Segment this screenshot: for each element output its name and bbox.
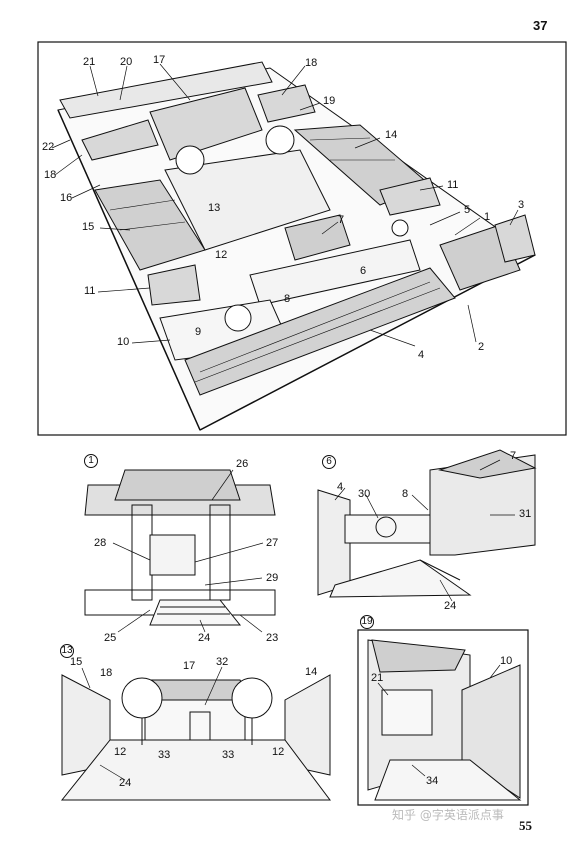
view13-label: 32 [216,656,229,668]
view6-label: 31 [519,508,532,520]
view13-label: 12 [272,746,285,758]
aerial-label: 7 [338,214,345,226]
aerial-label: 18 [305,57,318,69]
aerial-label: 19 [323,95,336,107]
view13-label: 33 [158,749,171,761]
aerial-label: 17 [153,54,166,66]
view-6-marker: 6 [322,455,336,469]
view-13-marker: 13 [60,644,74,658]
view-1-marker: 1 [84,454,98,468]
view13-label: 33 [222,749,235,761]
view19-label: 21 [371,672,384,684]
view-19-marker: 19 [360,615,374,629]
aerial-label: 1 [484,211,491,223]
aerial-label: 16 [60,192,73,204]
view6-label: 24 [444,600,457,612]
aerial-label: 21 [83,56,96,68]
view13-label: 12 [114,746,127,758]
aerial-label: 14 [385,129,398,141]
view1-label: 24 [198,632,211,644]
view13-label: 18 [100,667,113,679]
view13-label: 14 [305,666,318,678]
aerial-label: 15 [82,221,95,233]
aerial-label: 11 [447,179,459,191]
view13-label: 17 [183,660,196,672]
view1-label: 27 [266,537,279,549]
aerial-label: 10 [117,336,130,348]
view1-label: 26 [236,458,249,470]
view6-label: 4 [337,481,344,493]
aerial-label: 9 [195,326,202,338]
aerial-label: 5 [464,204,471,216]
view6-label: 8 [402,488,409,500]
view6-label: 30 [358,488,371,500]
view6-label: 7 [510,450,517,462]
aerial-label: 2 [478,341,485,353]
view13-label: 15 [70,656,83,668]
watermark: 知乎 @字英语派点事 [392,808,504,822]
aerial-label: 18 [44,169,57,181]
aerial-label: 12 [215,249,228,261]
aerial-label: 3 [518,199,525,211]
page-number-top: 37 [533,18,548,33]
view1-label: 29 [266,572,279,584]
view19-label: 34 [426,775,439,787]
aerial-label: 8 [284,293,291,305]
view19-label: 10 [500,655,513,667]
view1-label: 25 [104,632,117,644]
view13-label: 24 [119,777,132,789]
aerial-label: 11 [84,285,96,297]
aerial-label: 22 [42,141,55,153]
aerial-label: 13 [208,202,221,214]
page-number-bottom: 55 [519,818,532,833]
aerial-label: 6 [360,265,367,277]
aerial-label: 20 [120,56,133,68]
aerial-label: 4 [418,349,425,361]
view1-label: 28 [94,537,107,549]
view1-label: 23 [266,632,279,644]
